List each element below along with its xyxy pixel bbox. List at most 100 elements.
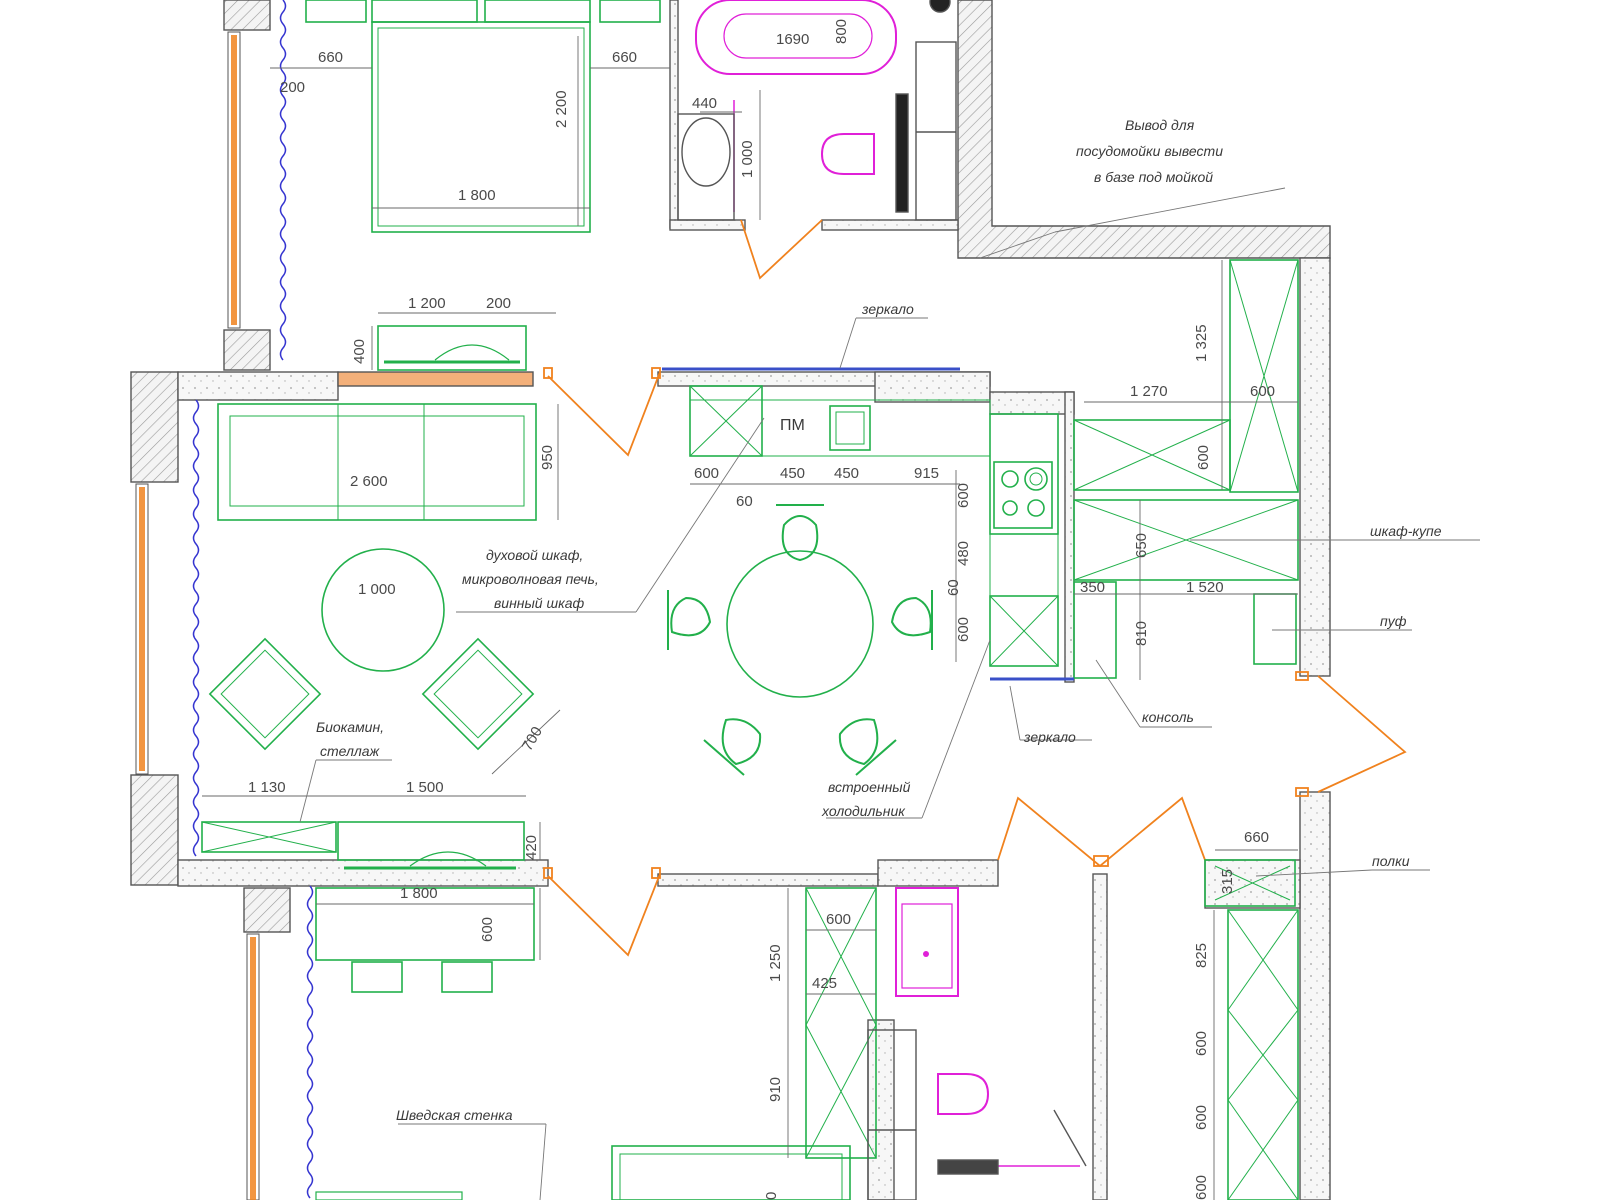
console-label: консоль [1142, 709, 1194, 725]
cabinet-bottom-center [805, 887, 877, 1159]
dim-bed-width: 1 800 [458, 187, 496, 204]
cooktop-counter [989, 413, 1059, 535]
sofa [217, 403, 537, 521]
armchair-left [208, 637, 322, 751]
dim-console-1520: 1 520 [1186, 579, 1224, 596]
chair-a [351, 961, 403, 993]
dim-bath-length: 1690 [776, 31, 809, 48]
tv-unit-top [377, 325, 527, 371]
curtain-bottom [306, 885, 314, 1199]
dim-kitchen-450b: 450 [834, 465, 859, 482]
dishwasher-note-line3: в базе под мойкой [1094, 169, 1213, 185]
dim-fridge-600: 600 [955, 617, 972, 642]
bed-bottom [611, 1145, 851, 1200]
wardrobe-label: шкаф-купе [1370, 523, 1442, 539]
dimension-lines [202, 36, 1298, 1200]
pillow-left [371, 0, 478, 23]
cooktop [993, 461, 1053, 529]
dishwasher-note-line1: Вывод для [1125, 117, 1195, 133]
dim-shelf-1130: 1 130 [248, 779, 286, 796]
dim-cab-425: 425 [812, 975, 837, 992]
tv-unit-bottom [337, 821, 525, 861]
mirror-bottom-label: зеркало [1023, 729, 1076, 745]
washbasin-top [677, 113, 735, 221]
pouf-label: пуф [1380, 613, 1407, 629]
dim-right-600a: 600 [1193, 1031, 1210, 1056]
dim-coffee-table: 1 000 [358, 581, 396, 598]
dim-wardrobe-600d: 600 [1195, 445, 1212, 470]
dim-right-825: 825 [1193, 943, 1210, 968]
dim-kitchen-600: 600 [694, 465, 719, 482]
desk [315, 887, 535, 961]
door-bathroom-top [740, 219, 823, 280]
dim-kitchen-60: 60 [736, 493, 753, 510]
dim-shelves-660: 660 [1244, 829, 1269, 846]
dim-console-810: 810 [1133, 621, 1150, 646]
dim-right-600c: 600 [1193, 1175, 1210, 1200]
dim-cab-1250: 1 250 [767, 944, 784, 982]
biofireplace-note-line1: Биокамин, [316, 719, 384, 735]
doors [543, 219, 1407, 957]
chair-b [441, 961, 493, 993]
bathtub [695, 0, 897, 75]
dim-right-600b: 600 [1193, 1105, 1210, 1130]
pillow-right [484, 0, 591, 23]
pouf [1253, 593, 1297, 665]
wardrobe-left-box [1073, 419, 1231, 491]
dim-armchair: 700 [519, 724, 546, 754]
biofireplace-shelf [201, 821, 337, 853]
fridge-note-line1: встроенный [828, 779, 911, 795]
dim-tv2-depth: 420 [523, 835, 540, 860]
dim-bed-offset: 200 [280, 79, 305, 96]
leader-lines [299, 187, 1480, 1200]
dim-kitchen-915: 915 [914, 465, 939, 482]
bath-fixtures [677, 0, 1087, 1200]
dining-table [726, 550, 874, 698]
dim-wardrobe-650: 650 [1133, 533, 1150, 558]
dim-bed-length: 2 200 [553, 90, 570, 128]
sink-box [829, 405, 871, 451]
biofireplace-note-line2: стеллаж [320, 743, 381, 759]
door-living-top [547, 371, 661, 457]
dim-cab-600: 600 [826, 911, 851, 928]
walls [130, 0, 1331, 1200]
door-entry [1317, 675, 1407, 793]
toilet-bottom [937, 1073, 990, 1115]
dim-wardrobe-1270: 1 270 [1130, 383, 1168, 400]
dimension-labels: 660 660 200 2 200 1 800 1690 800 440 1 0… [248, 19, 1275, 1200]
kitchen-counter [689, 399, 991, 457]
dim-cab-480: 480 [955, 541, 972, 566]
dim-bottom-bed-0: 0 [763, 1192, 780, 1200]
dishwasher-note-line2: посудомойки вывести [1076, 143, 1223, 159]
sink-drain-bottom [923, 951, 929, 957]
nightstand-right [599, 0, 661, 23]
nightstand-left [305, 0, 367, 23]
tall-cabinet [989, 533, 1059, 597]
washbasin-bottom [895, 887, 959, 997]
fridge-note-line2: холодильник [821, 803, 906, 819]
dim-desk-depth: 600 [479, 917, 496, 942]
curtain-top [279, 0, 287, 361]
furniture [201, 0, 1299, 1200]
wardrobe-bottom-right [1227, 909, 1299, 1200]
dim-bed-top-right-gap: 660 [612, 49, 637, 66]
fridge [989, 595, 1059, 667]
dim-sofa-width: 2 600 [350, 473, 388, 490]
shelves-box [1204, 859, 1296, 907]
dim-sofa-depth: 950 [539, 445, 556, 470]
shelves-label: полки [1372, 853, 1410, 869]
wardrobe-top [1229, 259, 1299, 493]
bed [371, 21, 591, 233]
dim-shelves-315: 315 [1219, 869, 1236, 894]
oven-note-line1: духовой шкаф, [486, 547, 583, 563]
dim-console-350: 350 [1080, 579, 1105, 596]
dim-tv-depth: 400 [351, 339, 368, 364]
coffee-table [321, 548, 445, 672]
curtain-middle [192, 399, 200, 857]
mirror-top-label: зеркало [861, 301, 914, 317]
armchair-right [421, 637, 535, 751]
pm-label: ПМ [780, 417, 805, 434]
swedish-wall-label: Шведская стенка [396, 1107, 513, 1123]
dim-cooktop-600: 600 [955, 483, 972, 508]
